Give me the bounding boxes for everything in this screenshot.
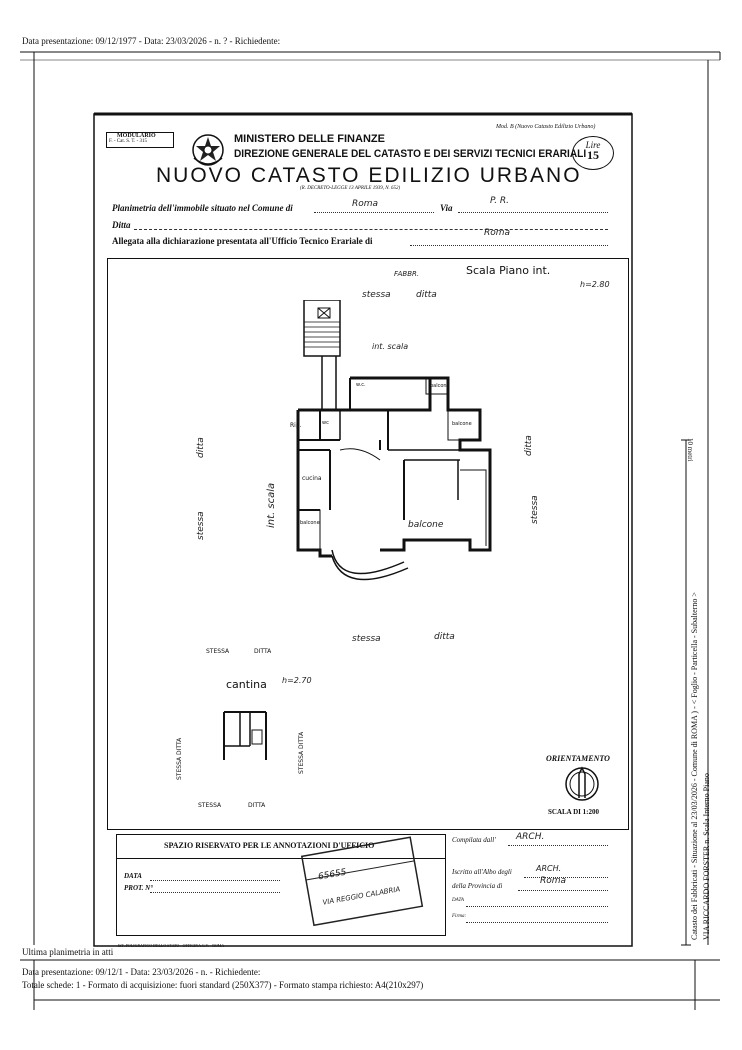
address-line: VIA RICCARDO FORSTER n. Scala Interno Pi… bbox=[702, 773, 711, 940]
lire-value: 15 bbox=[587, 148, 599, 162]
footer-presentation-line: Data presentazione: 09/12/1 - Data: 23/0… bbox=[22, 967, 261, 977]
ministry-title: MINISTERO DELLE FINANZE bbox=[234, 133, 385, 145]
firma-label: Firma: bbox=[452, 914, 467, 919]
planimetria-label: Planimetria dell'immobile situato nel Co… bbox=[112, 203, 293, 213]
via-value: P. R. bbox=[490, 196, 510, 206]
plan-area bbox=[107, 258, 629, 830]
main-height: h=2.80 bbox=[580, 280, 610, 289]
document-title: NUOVO CATASTO EDILIZIO URBANO bbox=[156, 164, 582, 187]
scale-label: SCALA DI 1:200 bbox=[548, 808, 599, 816]
ufficio-value: Roma bbox=[484, 228, 511, 238]
balcone-label-1: balcone bbox=[430, 383, 450, 389]
cadastral-situation-line: Catasto dei Fabbricati - Situazione al 2… bbox=[690, 592, 699, 940]
decree-ref: (R. DECRETO-LEGGE 13 APRILE 1939, N. 652… bbox=[300, 186, 401, 191]
stessa-left: stessa bbox=[196, 511, 206, 540]
sign-date-label: DATA bbox=[452, 898, 464, 903]
cantina-label: cantina bbox=[226, 678, 267, 691]
cantina-stessa-bottom: STESSA bbox=[198, 802, 222, 809]
modulario-box: MODULARIO F. - Cat. S. T. - 315 bbox=[106, 132, 174, 148]
ditta-left: ditta bbox=[196, 437, 206, 458]
ditta-label: Ditta bbox=[112, 220, 131, 230]
balcone-label-3: balcone bbox=[300, 520, 320, 526]
provincia-value: Roma bbox=[540, 876, 567, 886]
balcone-label-2: balcone bbox=[452, 421, 472, 427]
cantina-ditta-bottom: DITTA bbox=[248, 802, 266, 809]
cantina-ditta-top: DITTA bbox=[254, 648, 272, 655]
ditta-top: ditta bbox=[416, 290, 437, 300]
compilata-label: Compilata dall' bbox=[452, 836, 496, 844]
modulario-label: MODULARIO bbox=[117, 133, 156, 139]
cantina-drawing bbox=[223, 711, 267, 760]
provincia-label: della Provincia di bbox=[452, 882, 503, 890]
top-info-line: Data presentazione: 09/12/1977 - Data: 2… bbox=[22, 36, 281, 46]
ultima-planimetria: Ultima planimetria in atti bbox=[22, 947, 114, 957]
int-scala-vertical: int. scala bbox=[266, 482, 277, 528]
cantina-side-right: STESSA DITTA bbox=[298, 731, 305, 774]
compass-icon bbox=[565, 766, 599, 801]
cantina-side-left: STESSA DITTA bbox=[176, 737, 183, 780]
floor-plan-drawing bbox=[296, 300, 492, 581]
lire-label: Lire bbox=[585, 140, 601, 150]
printer-imprint: IST. POLIGRAFICO DELLO STATO - OFFICINA … bbox=[118, 943, 225, 948]
compilata-value: ARCH. bbox=[516, 832, 545, 842]
iscritto-value: ARCH. bbox=[536, 864, 562, 873]
office-notes-title: SPAZIO RISERVATO PER LE ANNOTAZIONI D'UF… bbox=[164, 841, 375, 850]
scale-ruler-label: 10 metri bbox=[686, 438, 694, 462]
wc-label-1: wc bbox=[322, 420, 329, 426]
stessa-top: stessa bbox=[362, 290, 391, 300]
direction-title: DIREZIONE GENERALE DEL CATASTO E DEI SER… bbox=[234, 148, 587, 160]
cantina-stessa-top: STESSA bbox=[206, 648, 230, 655]
cucina-label: cucina bbox=[302, 475, 322, 482]
int-scala-label: int. scala bbox=[372, 342, 409, 351]
fabbricato-label: FABBR. bbox=[394, 270, 420, 278]
allegata-label: Allegata alla dichiarazione presentata a… bbox=[112, 236, 373, 246]
prot-label: PROT. N° bbox=[124, 884, 153, 892]
italian-emblem-icon bbox=[192, 134, 224, 166]
office-stamp bbox=[300, 836, 424, 927]
footer-format-line: Totale schede: 1 - Formato di acquisizio… bbox=[22, 980, 424, 990]
lire-stamp: Lire 15 bbox=[572, 136, 614, 170]
balcone-label-4: balcone bbox=[408, 520, 444, 530]
orientamento-label: ORIENTAMENTO bbox=[546, 754, 610, 763]
iscritto-label: Iscritto all'Albo degli bbox=[452, 868, 512, 876]
comune-value: Roma bbox=[352, 199, 379, 209]
wc-label-2: w.c. bbox=[356, 382, 366, 388]
data-label: DATA bbox=[124, 872, 142, 880]
ditta-bottom: ditta bbox=[434, 632, 455, 642]
mod-b-label: Mod. B (Nuovo Catasto Edilizio Urbano) bbox=[496, 124, 596, 130]
office-notes-box bbox=[116, 834, 446, 936]
scala-piano-label: Scala Piano int. bbox=[466, 264, 551, 277]
modulario-code: F. - Cat. S. T. - 315 bbox=[109, 139, 148, 144]
via-label: Via bbox=[440, 203, 453, 213]
cantina-height: h=2.70 bbox=[282, 676, 312, 685]
ditta-right: ditta bbox=[524, 435, 534, 456]
stessa-bottom: stessa bbox=[352, 634, 381, 644]
ripostiglio-label: Rip. bbox=[290, 422, 302, 429]
stessa-right: stessa bbox=[530, 495, 540, 524]
